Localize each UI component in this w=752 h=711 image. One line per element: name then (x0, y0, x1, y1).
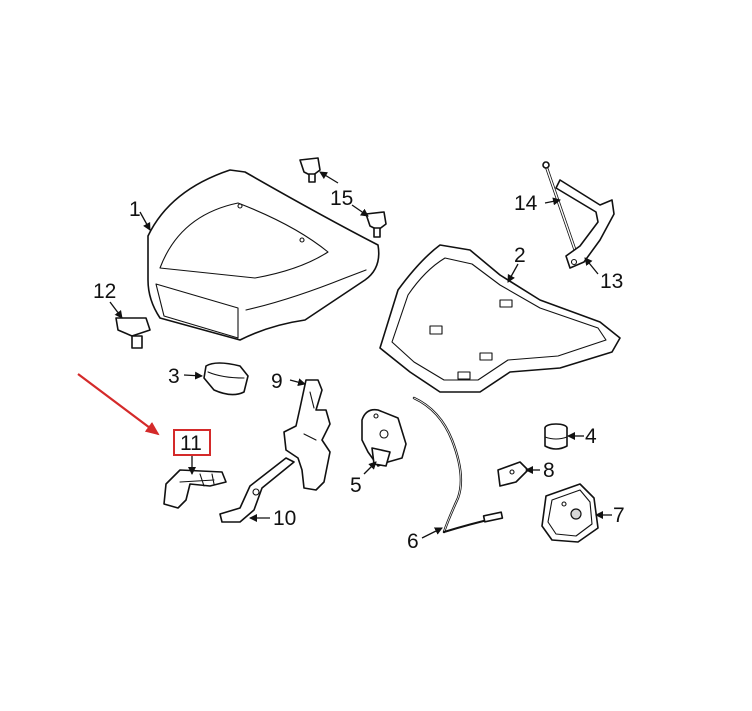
callout-5: 5 (350, 474, 362, 497)
leader-1 (139, 211, 151, 231)
leader-15a (319, 171, 339, 184)
leader-14 (544, 197, 561, 206)
bracket-part-13 (555, 179, 615, 269)
bracket-part-11 (163, 469, 227, 509)
strut-part-14 (542, 161, 577, 252)
bracket-part-12 (115, 317, 151, 349)
leader-15b (351, 204, 369, 217)
clip-part-8 (497, 461, 529, 487)
leader-13 (584, 257, 599, 275)
callout-2: 2 (514, 244, 526, 267)
callout-10: 10 (273, 507, 296, 530)
insulator-part-2 (379, 244, 621, 393)
highlight-arrow (77, 373, 160, 436)
leader-5 (363, 461, 377, 475)
leader-12 (109, 301, 123, 319)
leader-3 (183, 371, 203, 380)
callout-3: 3 (168, 365, 180, 388)
callout-14: 14 (514, 192, 538, 215)
latch-part-5 (361, 408, 407, 467)
callout-13: 13 (600, 270, 623, 293)
handle-part-3 (203, 362, 249, 396)
leader-9 (289, 378, 306, 387)
leader-2 (507, 263, 519, 283)
release-bracket-part-9 (283, 379, 331, 491)
callout-9: 9 (271, 370, 283, 393)
stop-part-4 (544, 423, 568, 450)
module-part-7 (541, 483, 599, 543)
callout-8: 8 (543, 459, 555, 482)
callout-4: 4 (585, 425, 597, 448)
clip-part-15 (299, 157, 387, 238)
callout-7: 7 (613, 504, 625, 527)
callout-12: 12 (93, 280, 116, 303)
cable-part-6 (412, 396, 504, 534)
callout-11: 11 (180, 432, 202, 455)
callout-6: 6 (407, 530, 419, 553)
highlight-box (173, 429, 211, 456)
leader-6 (421, 527, 443, 539)
callout-1: 1 (129, 198, 141, 221)
release-lever-part-10 (219, 457, 295, 523)
callout-15: 15 (330, 187, 353, 210)
hood-part (147, 169, 380, 341)
